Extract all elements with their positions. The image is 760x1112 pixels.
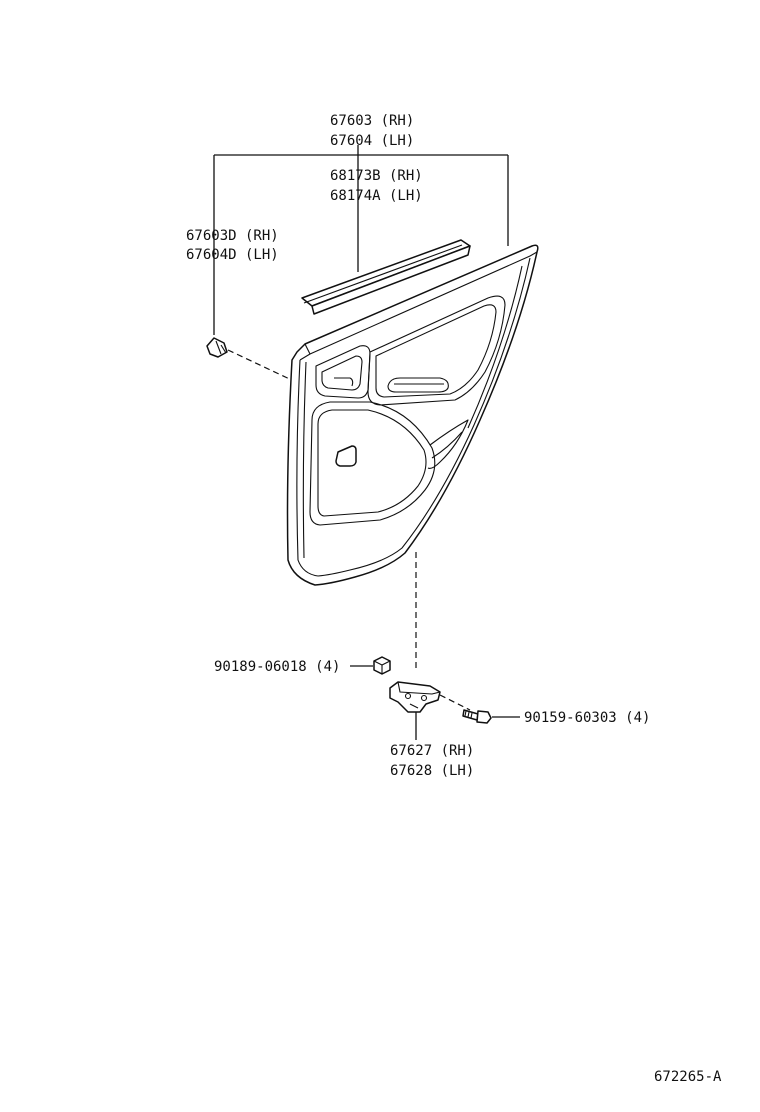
nut-label: 90189-06018 (4)	[214, 659, 340, 675]
diagram-id-label: 672265-A	[654, 1069, 722, 1085]
clip-rh-label: 67603D (RH)	[186, 228, 279, 244]
leader-lines	[213, 145, 520, 740]
screw-part	[462, 709, 492, 724]
bracket-lh-label: 67628 (LH)	[390, 763, 474, 779]
clip-install-dashed-line	[227, 349, 299, 384]
weatherstrip-rh-label: 68173B (RH)	[330, 168, 423, 184]
weatherstrip-part	[301, 239, 471, 315]
screw-install-dashed-line	[439, 694, 471, 711]
bracket-part	[389, 681, 441, 713]
screw-label: 90159-60303 (4)	[524, 710, 650, 726]
clip-lh-label: 67604D (LH)	[186, 247, 279, 263]
trim-board-lh-label: 67604 (LH)	[330, 133, 414, 149]
trim-board-rh-label: 67603 (RH)	[330, 113, 414, 129]
weatherstrip-lh-label: 68174A (LH)	[330, 188, 423, 204]
bracket-rh-label: 67627 (RH)	[390, 743, 474, 759]
door-trim-board	[286, 244, 539, 586]
callout-labels: 67603 (RH) 67604 (LH) 68173B (RH) 68174A…	[186, 113, 722, 1085]
nut-part	[373, 656, 391, 675]
clip-part	[206, 337, 228, 358]
